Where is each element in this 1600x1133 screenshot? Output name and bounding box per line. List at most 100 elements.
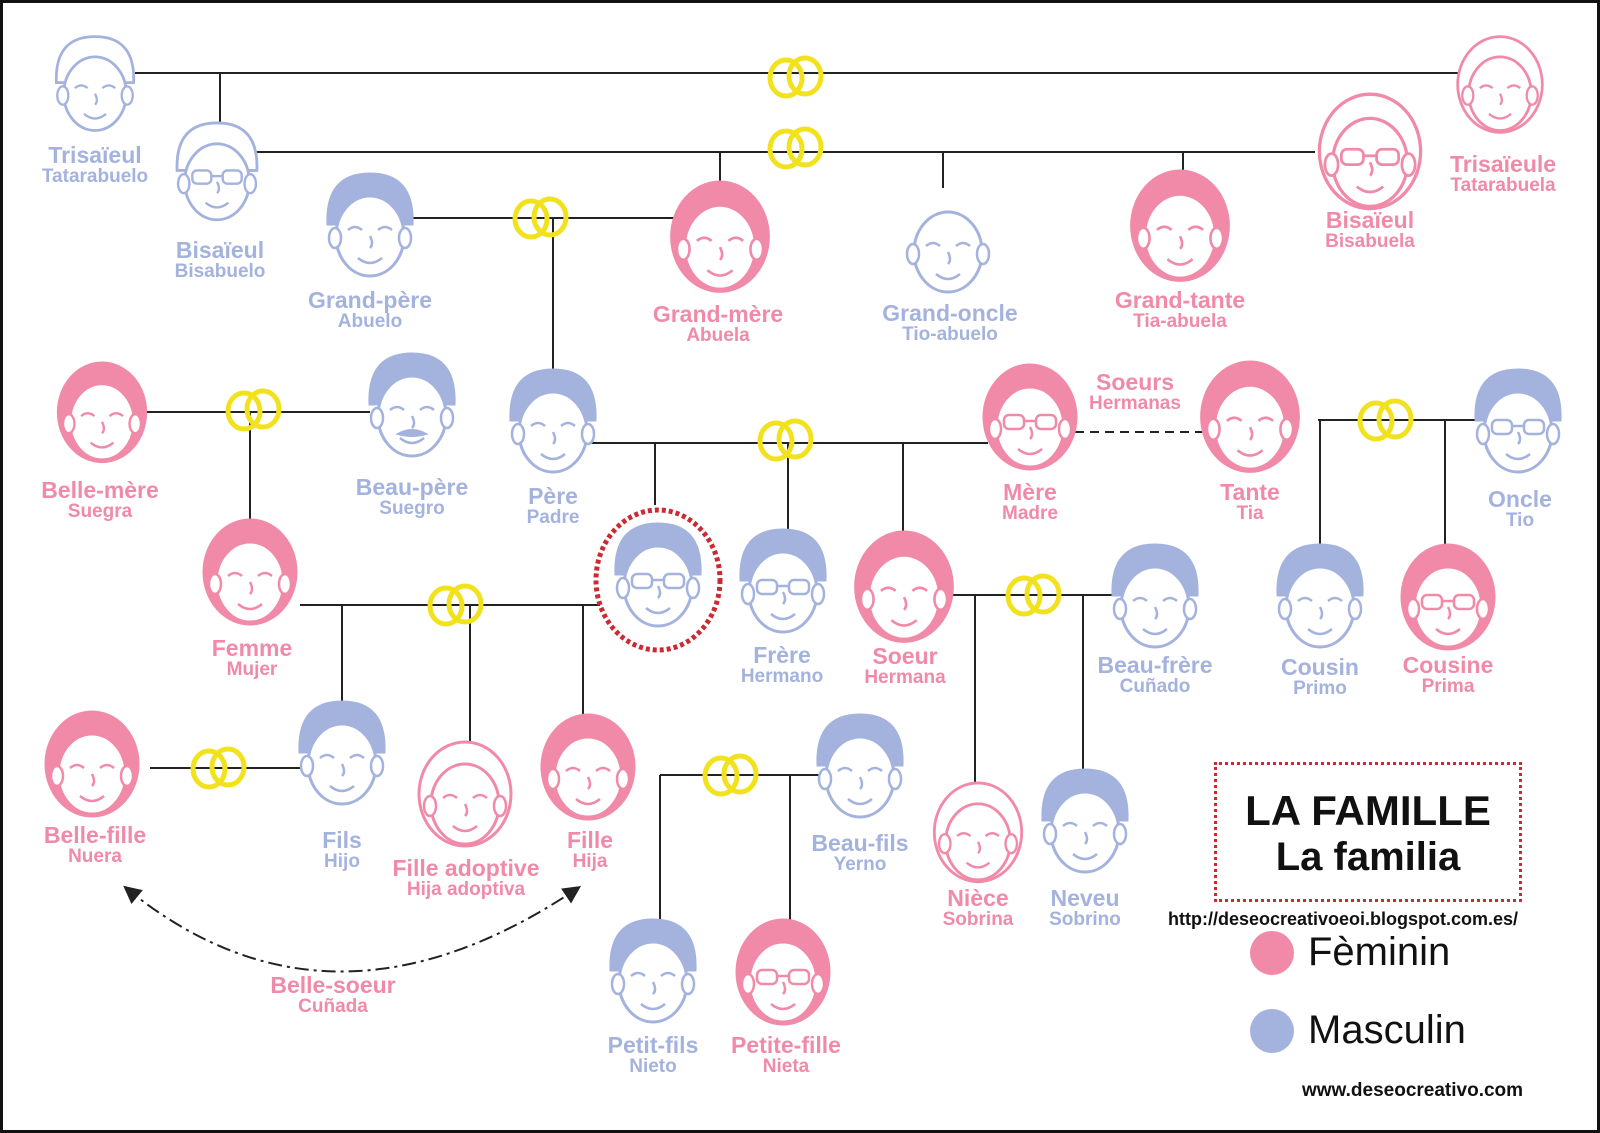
woman-face-icon	[202, 518, 298, 626]
girl-face-icon	[417, 740, 513, 848]
old-man-face-icon	[326, 172, 414, 278]
label-spanish: Hermanas	[1089, 393, 1181, 415]
label-spanish: Tatarabuelo	[41, 166, 149, 188]
label-spanish: Tia	[1236, 503, 1264, 525]
label-spanish: Tia-abuela	[1133, 311, 1227, 333]
girl-glasses-face-icon	[1400, 543, 1496, 651]
label-french: Cousine	[1402, 652, 1494, 678]
label-french: Fille	[566, 827, 614, 853]
boy-face-icon	[298, 700, 386, 806]
child-boy-face-icon	[609, 918, 697, 1024]
girl-face-icon	[540, 713, 636, 821]
label-spanish: Padre	[526, 507, 580, 529]
label-spanish: Hermano	[740, 666, 824, 688]
wedding-rings-icon	[760, 421, 811, 459]
legend-label: Fèminin	[1308, 930, 1451, 974]
label-french: Beau-fils	[811, 830, 909, 856]
label-spanish: Hijo	[324, 851, 360, 873]
wedding-rings-icon	[228, 391, 279, 429]
boy-face-icon	[1276, 543, 1364, 649]
man-face-icon	[816, 713, 904, 819]
title-spanish: La familia	[1275, 835, 1461, 879]
label-french: Belle-mère	[41, 477, 159, 503]
label-french: Trisaïeule	[1449, 151, 1557, 177]
child-girl-glasses-face-icon	[735, 918, 831, 1026]
label-spanish: Hija	[572, 851, 608, 873]
label-spanish: Nieta	[762, 1056, 810, 1078]
label-french: Petit-fils	[607, 1032, 699, 1058]
label-french: Nièce	[947, 885, 1009, 911]
label-french: Cousin	[1281, 654, 1359, 680]
label-french: Soeurs	[1096, 369, 1174, 395]
legend-label: Masculin	[1308, 1008, 1466, 1052]
label-spanish: Yerno	[833, 854, 887, 876]
label-spanish: Suegro	[379, 498, 445, 520]
blog-url-link[interactable]: http://deseocreativoeoi.blogspot.com.es/	[1168, 909, 1519, 929]
old-woman-face-icon	[670, 180, 770, 293]
label-french: Grand-père	[308, 287, 432, 313]
label-spanish: Madre	[1002, 503, 1058, 525]
label-spanish: Tio	[1505, 510, 1535, 532]
elderly-woman-face-icon	[1456, 35, 1544, 134]
label-spanish: Bisabuela	[1325, 231, 1415, 253]
woman-bun-face-icon	[56, 361, 148, 464]
label-french: Femme	[211, 635, 293, 661]
label-french: Tante	[1220, 479, 1280, 505]
woman-face-icon	[854, 530, 954, 643]
label-french: Frère	[753, 642, 811, 668]
label-french: Belle-fille	[43, 822, 147, 848]
boy-face-icon	[1041, 768, 1129, 874]
bald-man-face-icon	[905, 210, 991, 294]
label-french: Fils	[322, 827, 362, 853]
label-spanish: Nuera	[68, 846, 122, 868]
man-glasses-face-icon	[739, 528, 827, 634]
label-spanish: Nieto	[629, 1056, 677, 1078]
wedding-rings-icon	[770, 129, 821, 167]
label-spanish: Tio-abuelo	[902, 324, 998, 346]
label-french: Belle-soeur	[270, 972, 396, 998]
label-spanish: Cuñado	[1119, 676, 1191, 698]
site-url-link[interactable]: www.deseocreativo.com	[1302, 1080, 1524, 1101]
legend-feminine: Fèminin	[1250, 930, 1450, 975]
masculine-dot-icon	[1250, 1008, 1294, 1053]
label-spanish: Cuñada	[298, 996, 368, 1018]
label-french: Neveu	[1050, 885, 1120, 911]
self-highlight-circle	[593, 507, 723, 653]
man-mustache-face-icon	[368, 352, 456, 458]
man-glasses-face-icon	[614, 522, 702, 628]
label-spanish: Hija adoptiva	[406, 879, 526, 901]
label-french: Beau-père	[355, 474, 469, 500]
man-face-icon	[1111, 543, 1199, 649]
wedding-rings-icon	[770, 58, 821, 96]
woman-curly-face-icon	[44, 710, 140, 818]
woman-face-icon	[1130, 169, 1230, 282]
label-french: Mère	[1003, 479, 1057, 505]
label-spanish: Suegra	[67, 501, 133, 523]
label-french: Beau-frère	[1097, 652, 1213, 678]
title-box: LA FAMILLE La familia	[1214, 762, 1522, 902]
label-french: Fille adoptive	[392, 855, 540, 881]
woman-glasses-face-icon	[982, 363, 1078, 471]
label-spanish: Tatarabuela	[1450, 175, 1556, 197]
